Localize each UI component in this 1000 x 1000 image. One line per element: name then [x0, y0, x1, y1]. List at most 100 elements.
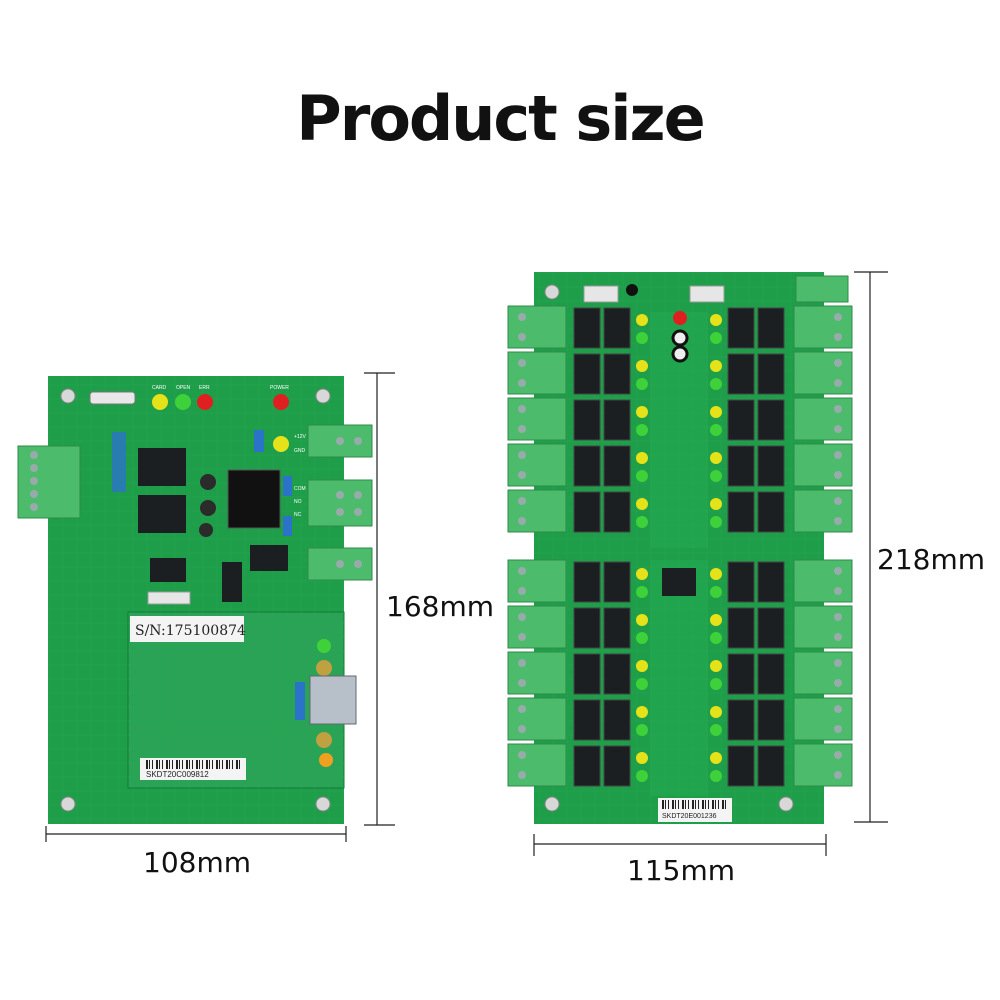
screw — [834, 405, 842, 413]
barcode-bar — [725, 800, 726, 809]
terminal-block — [507, 651, 567, 695]
barcode-bar — [182, 760, 183, 769]
led-icon — [636, 632, 648, 644]
barcode-number: SKDT20C009812 — [146, 770, 209, 779]
right-width-label: 115mm — [627, 854, 735, 887]
terminal-block — [507, 489, 567, 533]
barcode-bar — [189, 760, 190, 769]
barcode-bar — [678, 800, 679, 809]
left-dimension-lines — [45, 372, 395, 842]
terminal-block — [793, 351, 853, 395]
barcode-bar — [705, 800, 706, 809]
screw — [518, 379, 526, 387]
screw — [834, 313, 842, 321]
terminal-label: NC — [294, 512, 302, 518]
barcode-bar — [718, 800, 719, 809]
relay — [603, 699, 631, 741]
relay — [603, 445, 631, 487]
rj45-port — [309, 675, 357, 725]
led-icon — [710, 770, 722, 782]
relay — [727, 445, 755, 487]
led-icon — [710, 378, 722, 390]
screw — [518, 359, 526, 367]
page-title: Product size — [296, 82, 705, 155]
mounting-hole — [544, 284, 560, 300]
barcode-bar — [219, 760, 220, 769]
led-icon — [710, 332, 722, 344]
led-icon — [710, 406, 722, 418]
right-board: SKDT20E001236 — [507, 272, 853, 824]
screw — [834, 679, 842, 687]
led-icon — [710, 314, 722, 326]
relay — [573, 561, 601, 603]
barcode-bar — [162, 760, 163, 769]
relay — [757, 745, 785, 787]
led-err-icon — [197, 394, 213, 410]
barcode-bar — [692, 800, 694, 809]
relay — [757, 445, 785, 487]
led-icon — [636, 614, 648, 626]
barcode-bar — [708, 800, 709, 809]
screw — [834, 659, 842, 667]
relay — [573, 653, 601, 695]
led-icon — [710, 614, 722, 626]
led-label: POWER — [270, 385, 289, 391]
terminal-block — [507, 559, 567, 603]
led-label: ERR — [199, 385, 210, 391]
barcode-bar — [226, 760, 228, 769]
terminal-block — [795, 275, 849, 303]
terminal-block — [793, 305, 853, 349]
relay — [757, 353, 785, 395]
screw — [518, 333, 526, 341]
terminal-block — [793, 697, 853, 741]
screw — [834, 771, 842, 779]
relay — [573, 607, 601, 649]
barcode-bar — [146, 760, 148, 769]
screw — [518, 517, 526, 525]
screw — [518, 405, 526, 413]
barcode-bar — [166, 760, 168, 769]
relay — [603, 607, 631, 649]
connector — [583, 285, 619, 303]
barcode-bar — [675, 800, 676, 809]
terminal-block — [507, 305, 567, 349]
terminal-block — [793, 489, 853, 533]
relay — [727, 307, 755, 349]
mounting-hole — [315, 388, 331, 404]
led-icon — [710, 632, 722, 644]
led-icon — [636, 752, 648, 764]
screw — [834, 471, 842, 479]
barcode-bar — [196, 760, 198, 769]
relay — [727, 653, 755, 695]
relay — [603, 745, 631, 787]
barcode-bar — [662, 800, 664, 809]
led-label: OPEN — [176, 385, 191, 391]
barcode-bar — [152, 760, 153, 769]
mounting-hole — [778, 796, 794, 812]
led-icon — [636, 770, 648, 782]
relay — [727, 561, 755, 603]
relay — [573, 353, 601, 395]
screw — [518, 313, 526, 321]
terminal-block — [793, 743, 853, 787]
barcode-bar — [236, 760, 238, 769]
screw — [518, 425, 526, 433]
barcode-bar — [156, 760, 158, 769]
barcode-bar — [202, 760, 203, 769]
screw — [834, 587, 842, 595]
led-icon — [636, 498, 648, 510]
terminal-block — [17, 445, 81, 519]
barcode-bar — [159, 760, 160, 769]
barcode-bar — [149, 760, 150, 769]
led-power-icon — [273, 394, 289, 410]
screw — [834, 517, 842, 525]
terminal-label: NO — [294, 499, 302, 505]
led-icon — [710, 452, 722, 464]
screw — [518, 705, 526, 713]
screw — [834, 567, 842, 575]
barcode-bar — [176, 760, 178, 769]
led-icon — [636, 660, 648, 672]
barcode-bar — [229, 760, 230, 769]
barcode-bar — [192, 760, 193, 769]
